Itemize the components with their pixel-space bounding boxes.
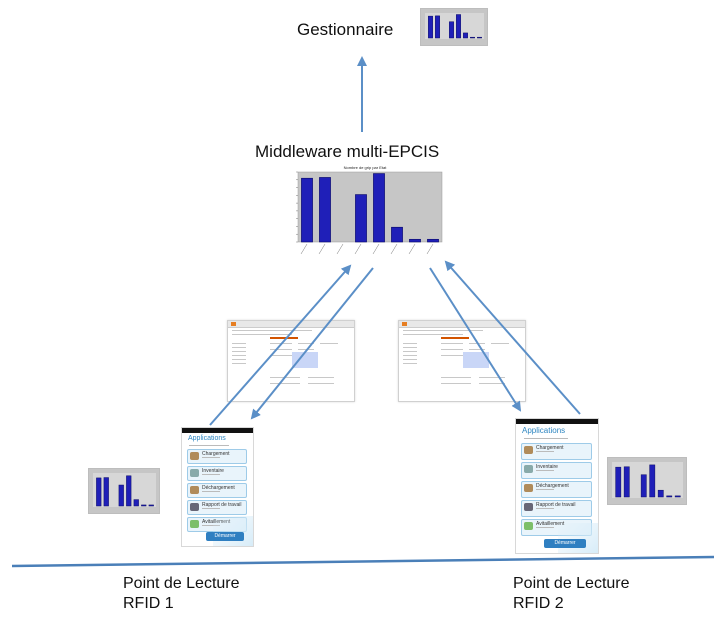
x-tick-label (336, 243, 344, 255)
bar (456, 14, 461, 39)
phone2-item-3[interactable]: Rapport de travail (521, 500, 592, 517)
reader2-label: Point de Lecture RFID 2 (513, 574, 630, 614)
phone1-start-button[interactable]: Démarrer (206, 532, 244, 541)
bar (657, 489, 664, 498)
bar (301, 177, 313, 243)
bar (355, 194, 367, 243)
bar (409, 238, 421, 243)
reader2-label-line1: Point de Lecture (513, 575, 630, 592)
phone-screen-1: Applications Chargement Inventaire Décha… (181, 427, 254, 547)
reader2-label-line2: RFID 2 (513, 595, 564, 612)
x-tick-label (390, 243, 398, 255)
bar (615, 466, 622, 498)
bar (674, 495, 681, 498)
bar (96, 477, 102, 507)
arrow-middleware-to-reader1 (250, 267, 374, 420)
epcis-web-screenshot-right (398, 320, 526, 402)
bar (649, 464, 656, 498)
phone-screen-2: Applications Chargement Inventaire Décha… (515, 418, 599, 554)
arrow-reader1-to-middleware (209, 264, 352, 426)
bar (666, 495, 673, 498)
middleware-label: Middleware multi-EPCIS (255, 142, 440, 161)
phone1-item-3[interactable]: Rapport de travail (187, 500, 247, 515)
x-tick-label (318, 243, 326, 255)
phone1-title: Applications (188, 435, 226, 442)
phone1-item-2[interactable]: Déchargement (187, 483, 247, 498)
reader1-label: Point de Lecture RFID 1 (123, 574, 240, 614)
arrow-reader2-to-middleware (444, 260, 581, 415)
bar (449, 21, 454, 39)
phone2-item-0[interactable]: Chargement (521, 443, 592, 460)
bar (435, 15, 440, 39)
x-tick-label (300, 243, 308, 255)
phone1-item-0[interactable]: Chargement (187, 449, 247, 464)
phone2-start-button[interactable]: Démarrer (544, 539, 586, 548)
bar (103, 477, 109, 507)
arrow-middleware-to-reader2 (429, 267, 522, 412)
bar (319, 177, 331, 243)
bar (118, 484, 124, 507)
bar (391, 226, 403, 243)
middleware-chart: Nombre de grip par Etat (284, 164, 446, 264)
x-tick-label (408, 243, 416, 255)
bar (623, 466, 630, 498)
chart-title: Nombre de grip par Etat (344, 165, 388, 170)
x-tick-label (372, 243, 380, 255)
ground-line (11, 555, 715, 568)
bar (373, 173, 385, 243)
x-tick-label (354, 243, 362, 255)
bar (640, 474, 647, 498)
manager-chart (420, 8, 488, 46)
bar (141, 504, 147, 507)
bar (133, 499, 139, 507)
reader1-chart (88, 468, 160, 514)
reader1-label-line1: Point de Lecture (123, 575, 240, 592)
bar (470, 36, 475, 39)
x-tick-label (426, 243, 434, 255)
reader2-chart (607, 457, 687, 505)
bar (428, 15, 433, 39)
reader1-label-line2: RFID 1 (123, 595, 174, 612)
phone1-item-1[interactable]: Inventaire (187, 466, 247, 481)
bar (463, 32, 468, 39)
bar (477, 36, 482, 39)
manager-label: Gestionnaire (297, 20, 394, 39)
bar (126, 475, 132, 507)
phone2-item-1[interactable]: Inventaire (521, 462, 592, 479)
phone2-title: Applications (522, 426, 566, 435)
bar (427, 238, 439, 243)
bar (148, 504, 154, 507)
phone2-item-2[interactable]: Déchargement (521, 481, 592, 498)
epcis-web-screenshot-left (227, 320, 355, 402)
